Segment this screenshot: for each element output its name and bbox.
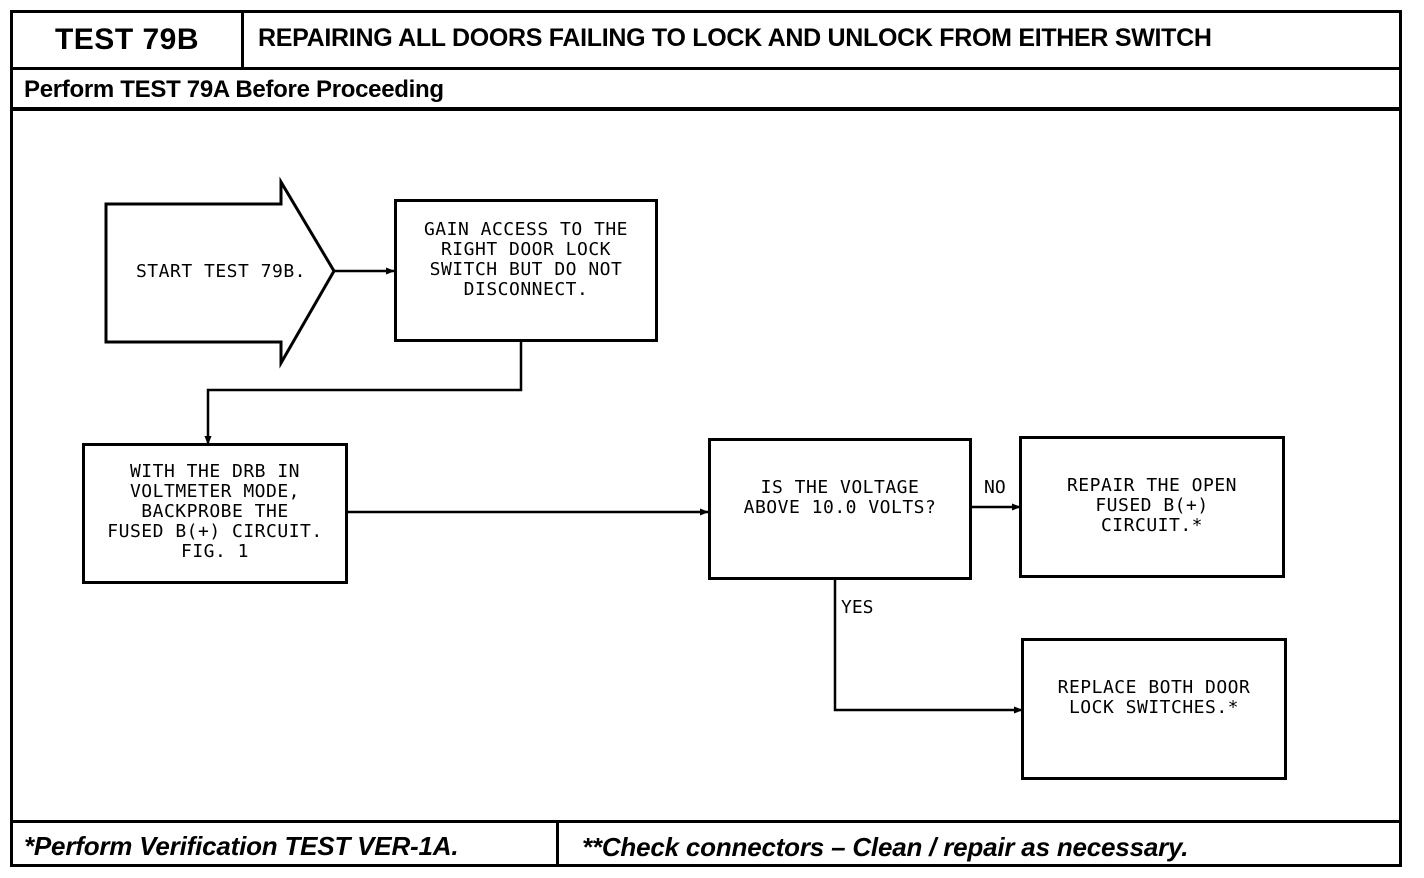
page-frame [10,10,1402,867]
replace-switches-box [1021,638,1287,780]
decision-box [708,438,972,580]
repair-open-text: REPAIR THE OPEN FUSED B(+) CIRCUIT.* [1066,475,1238,536]
header-divider [10,67,1402,70]
footer-column-divider [556,820,559,867]
test-id: TEST 79B [54,23,200,56]
verification-note: *Perform Verification TEST VER-1A. [24,830,459,861]
repair-open-box [1019,436,1285,578]
header-column-divider [241,10,244,68]
prerequisite-divider [10,107,1402,111]
test-title: REPAIRING ALL DOORS FAILING TO LOCK AND … [258,23,1212,52]
measure-step-text: WITH THE DRB IN VOLTMETER MODE, BACKPROB… [107,461,323,562]
start-step-text: START TEST 79B. [135,261,307,282]
replace-switches-text: REPLACE BOTH DOOR LOCK SWITCHES.* [1057,677,1251,718]
decision-text: IS THE VOLTAGE ABOVE 10.0 VOLTS? [743,477,937,518]
footer-divider [10,820,1402,823]
measure-step-box [82,443,348,584]
prerequisite-note: Perform TEST 79A Before Proceeding [24,76,444,103]
connector-check-note: **Check connectors – Clean / repair as n… [582,831,1189,862]
access-step-text: GAIN ACCESS TO THE RIGHT DOOR LOCK SWITC… [423,219,629,300]
access-step-box [394,199,658,342]
edge-label-no: NO [984,477,1006,498]
edge-label-yes: YES [841,597,874,618]
